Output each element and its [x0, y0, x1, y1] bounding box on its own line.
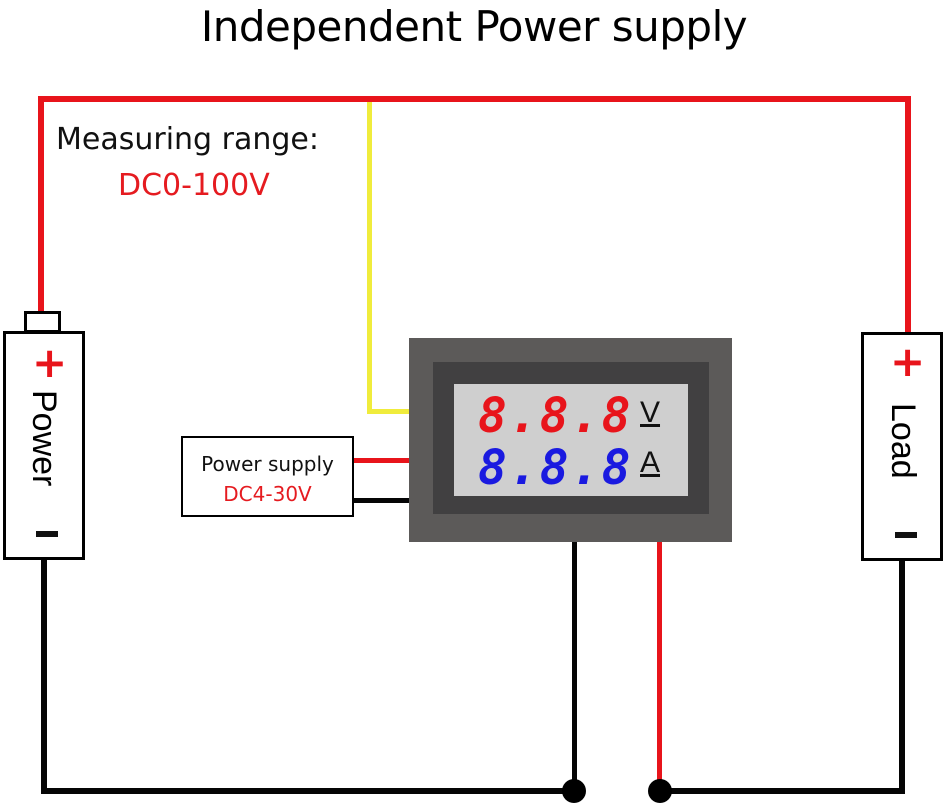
junction-dot-negative [562, 779, 586, 803]
voltage-unit: V [640, 396, 661, 429]
meter-negative-wire [572, 542, 577, 792]
meter-display: 8.8.8 V 8.8.8 A [454, 384, 688, 496]
power-supply-value: DC4-30V [223, 482, 312, 506]
power-block: + Power [3, 331, 85, 560]
bottom-left-wire [41, 788, 577, 794]
supply-positive-wire [354, 458, 410, 463]
load-positive-lead [905, 96, 911, 334]
load-negative-sign [895, 532, 917, 538]
top-positive-wire [38, 96, 911, 102]
power-positive-sign: + [32, 338, 68, 387]
meter-bezel: 8.8.8 V 8.8.8 A [433, 362, 709, 514]
power-label: Power [25, 390, 63, 487]
power-positive-lead [38, 96, 44, 312]
load-positive-sign: + [890, 337, 926, 386]
power-negative-sign [36, 531, 58, 537]
load-negative-lead [899, 561, 905, 794]
load-label: Load [884, 403, 922, 479]
load-block: + Load [861, 332, 943, 561]
diagram-title: Independent Power supply [200, 2, 748, 51]
bottom-right-wire [660, 788, 905, 794]
voltage-sense-wire [367, 102, 372, 414]
measuring-range-value: DC0-100V [118, 168, 270, 203]
voltage-sense-wire-horizontal [367, 409, 410, 414]
meter-body: 8.8.8 V 8.8.8 A [409, 338, 732, 542]
measuring-range-label: Measuring range: [56, 122, 319, 157]
current-unit: A [640, 446, 661, 479]
current-reading: 8.8.8 [478, 440, 633, 496]
power-supply-box: Power supply DC4-30V [181, 436, 354, 517]
supply-negative-wire [354, 498, 410, 503]
power-negative-lead [41, 560, 47, 794]
voltage-reading: 8.8.8 [478, 388, 633, 444]
junction-dot-load [648, 779, 672, 803]
power-supply-label: Power supply [201, 452, 334, 476]
meter-current-wire [657, 542, 662, 792]
power-terminal-cap [24, 311, 61, 333]
